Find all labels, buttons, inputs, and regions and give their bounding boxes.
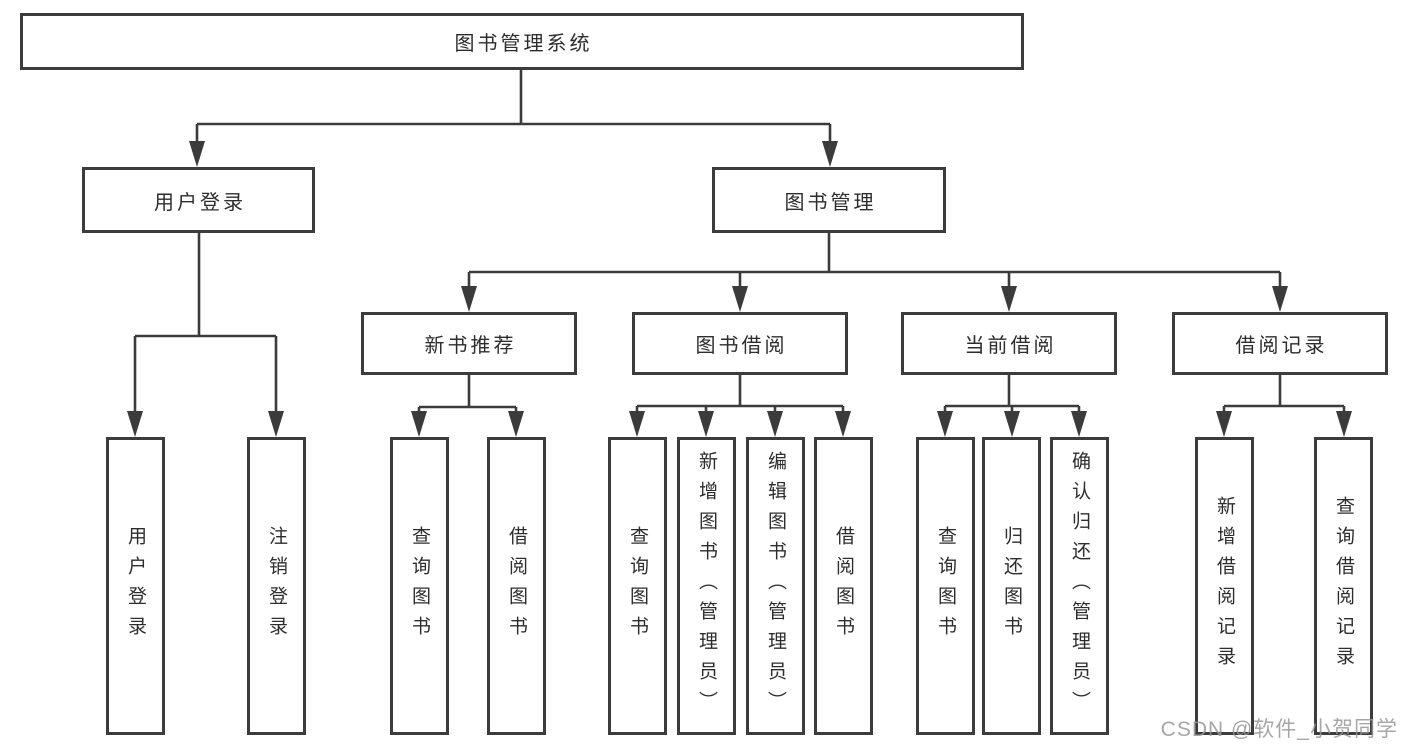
connector-arrowhead xyxy=(508,411,524,437)
connector-arrowhead xyxy=(1272,286,1288,312)
leaf-borrow-books: 借阅图书 xyxy=(814,437,873,735)
connector-arrowhead xyxy=(189,141,205,167)
watermark: CSDN @软件_小贺同学 xyxy=(1160,718,1398,741)
connector-arrowhead xyxy=(1216,411,1232,437)
connector-path xyxy=(133,70,1346,414)
node-root: 图书管理系统 xyxy=(20,13,1024,70)
connector-arrowhead xyxy=(1004,411,1020,437)
connector-arrowhead xyxy=(698,411,714,437)
connector-arrowhead xyxy=(127,411,143,437)
leaf-user-login: 用户登录 xyxy=(106,437,165,735)
leaf-return-books: 归还图书 xyxy=(982,437,1041,735)
connector-arrowhead xyxy=(1336,411,1352,437)
leaf-query-books-recommend: 查询图书 xyxy=(390,437,449,735)
connector-arrowhead xyxy=(937,411,953,437)
node-borrow-records: 借阅记录 xyxy=(1172,312,1388,375)
connector-arrowhead xyxy=(1071,411,1087,437)
node-user-login: 用户登录 xyxy=(82,167,315,233)
connector-arrowhead xyxy=(732,286,748,312)
leaf-logout: 注销登录 xyxy=(247,437,306,735)
leaf-query-borrow-record: 查询借阅记录 xyxy=(1314,437,1373,735)
node-book-borrow: 图书借阅 xyxy=(632,312,848,375)
leaf-add-borrow-record: 新增借阅记录 xyxy=(1195,437,1254,735)
connector-arrowhead xyxy=(461,286,477,312)
node-new-book-recommend: 新书推荐 xyxy=(361,312,577,375)
leaf-borrow-books-recommend: 借阅图书 xyxy=(487,437,546,735)
connector-arrowhead xyxy=(767,411,783,437)
node-current-borrow: 当前借阅 xyxy=(901,312,1117,375)
leaf-query-books-current: 查询图书 xyxy=(916,437,975,735)
connector-arrowhead xyxy=(835,411,851,437)
leaf-confirm-return-admin: 确认归还（管理员） xyxy=(1050,437,1109,735)
connector-arrowhead xyxy=(1001,286,1017,312)
connector-arrowhead xyxy=(822,141,838,167)
leaf-query-books-borrow: 查询图书 xyxy=(608,437,667,735)
connector-arrowhead xyxy=(268,411,284,437)
node-book-management: 图书管理 xyxy=(712,167,946,233)
leaf-add-books-admin: 新增图书（管理员） xyxy=(677,437,736,735)
connector-arrowhead xyxy=(629,411,645,437)
connector-arrowhead xyxy=(411,411,427,437)
leaf-edit-books-admin: 编辑图书（管理员） xyxy=(746,437,805,735)
